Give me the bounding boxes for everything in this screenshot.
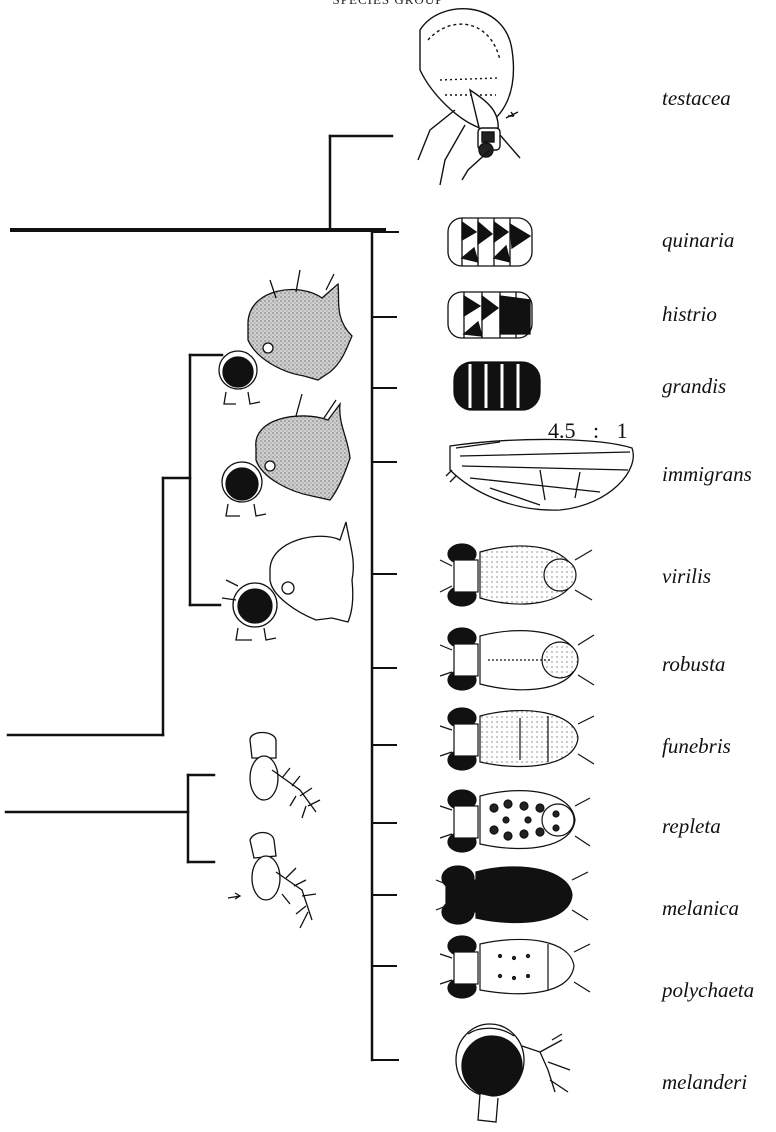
illustration-immigrans [446, 439, 633, 510]
illustration-antenna-1 [250, 733, 320, 819]
left-subtree-lower [6, 775, 214, 862]
species-label-funebris: funebris [662, 734, 731, 759]
illustration-quinaria [448, 218, 532, 266]
wing-ratio-value: 4.5 [548, 418, 576, 443]
species-label-histrio: histrio [662, 302, 717, 327]
wing-ratio: 4.5 : 1 [548, 418, 628, 444]
illustration-funebris [440, 708, 594, 770]
illustration-testacea [418, 9, 520, 185]
species-label-testacea: testacea [662, 86, 731, 111]
species-label-grandis: grandis [662, 374, 726, 399]
illustration-robusta [440, 628, 594, 690]
spine-ticks [372, 317, 398, 1060]
illustration-repleta [440, 790, 590, 852]
illustration-head-shaded-1 [219, 270, 352, 404]
species-label-quinaria: quinaria [662, 228, 734, 253]
illustration-head-clear [222, 522, 353, 640]
species-label-melanica: melanica [662, 896, 739, 921]
wing-ratio-sep: : [593, 418, 599, 443]
illustration-histrio [448, 292, 532, 338]
illustration-antenna-2 [228, 833, 316, 929]
illustration-grandis [454, 362, 540, 410]
illustration-polychaeta [440, 936, 590, 998]
species-label-robusta: robusta [662, 652, 725, 677]
species-label-virilis: virilis [662, 564, 711, 589]
wing-ratio-unit: 1 [617, 418, 628, 443]
species-label-polychaeta: polychaeta [662, 978, 754, 1003]
species-label-melanderi: melanderi [662, 1070, 747, 1095]
illustration-melanderi [456, 1024, 570, 1122]
illustration-virilis [440, 544, 592, 606]
illustration-melanica [436, 866, 588, 924]
species-label-repleta: repleta [662, 814, 721, 839]
species-label-immigrans: immigrans [662, 462, 752, 487]
illustration-head-shaded-2 [222, 394, 350, 516]
left-subtree-upper [8, 355, 222, 735]
